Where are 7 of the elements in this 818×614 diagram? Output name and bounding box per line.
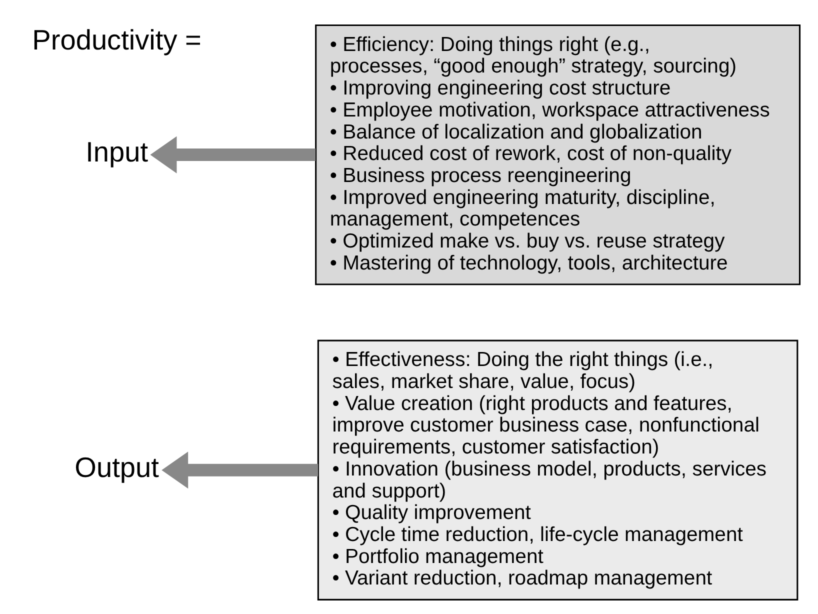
node-text: Input (85, 136, 148, 168)
arrow (150, 136, 316, 174)
node-box: • Efficiency: Doing things right (e.g., processes, “good enough” strategy, sourcing) • Improving engineering cost structure • Employee motivation, workspace attractiveness • Balance of localization and globalization • Reduced cost of rework, cost of non-quality • Business process reengineering • Improved engineering maturity, discipline, management, competences • Optimized make vs. buy vs. reuse strategy • Mastering of technology, tools, architecture (314, 24, 800, 286)
node-box: • Effectiveness: Doing the right things (i.e., sales, market share, value, focus) • Value creation (right products and features, improve customer business case, nonfunctional requirements, customer satisfaction) • Innovation (business model, products, services and support) • Quality improvement • Cycle time reduction, life-cycle management • Portfolio management • Variant reduction, roadmap management (316, 340, 798, 600)
arrow (161, 452, 318, 489)
label: Productivity = (32, 24, 201, 56)
node-text: Output (74, 452, 158, 483)
